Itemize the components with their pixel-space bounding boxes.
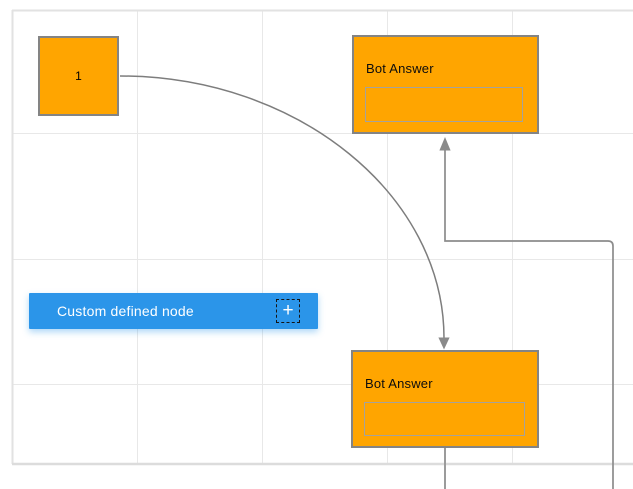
- canvas-border: [11, 9, 633, 466]
- connector-loop-bot-bottom-to-bot-top[interactable]: [439, 137, 614, 489]
- connector-curve-start-to-bot-bottom[interactable]: [119, 75, 450, 350]
- bot-answer-title: Bot Answer: [365, 376, 433, 391]
- bot-answer-input[interactable]: [365, 87, 523, 122]
- node-start-1[interactable]: 1: [38, 36, 119, 116]
- arrowhead-up-icon: [439, 137, 451, 151]
- add-node-button[interactable]: +: [276, 299, 300, 323]
- node-start-label: 1: [75, 69, 82, 83]
- node-bot-answer-top[interactable]: Bot Answer: [352, 35, 539, 134]
- bot-answer-title: Bot Answer: [366, 61, 434, 76]
- node-custom-defined[interactable]: Custom defined node +: [29, 293, 318, 329]
- plus-icon: +: [282, 299, 294, 321]
- custom-node-label: Custom defined node: [57, 303, 194, 319]
- arrowhead-down-icon: [438, 337, 450, 350]
- bot-answer-input[interactable]: [364, 402, 525, 436]
- node-bot-answer-bottom[interactable]: Bot Answer: [351, 350, 539, 448]
